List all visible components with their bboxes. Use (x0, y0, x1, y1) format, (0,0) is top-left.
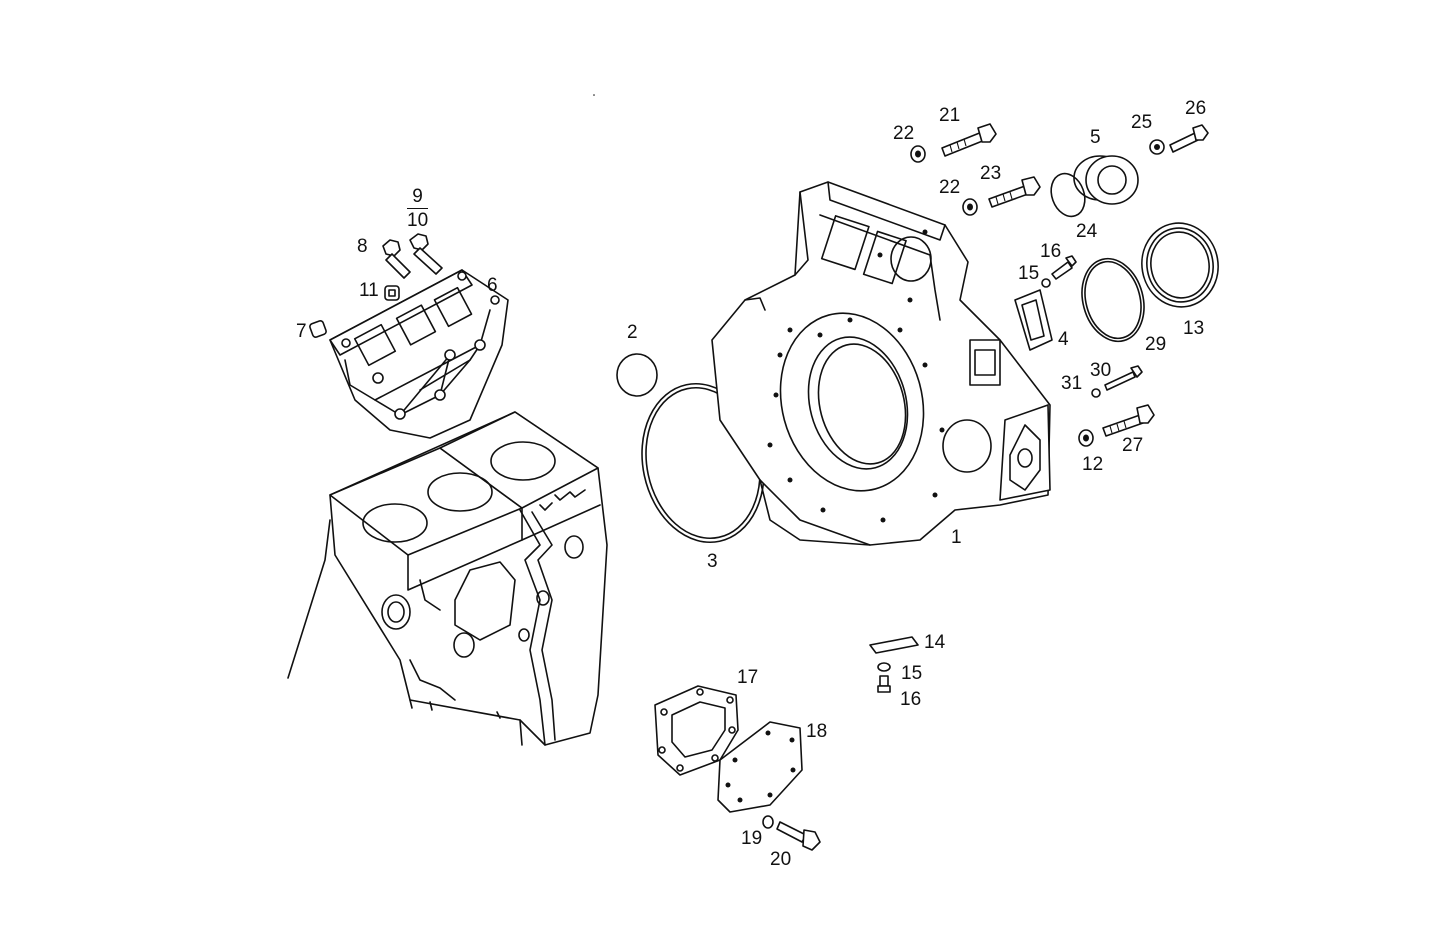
callout-5: 5 (1090, 127, 1101, 148)
seal-24 (1050, 172, 1086, 218)
bolt-21 (941, 123, 997, 157)
screw-16-lower (877, 675, 891, 693)
callout-10: 10 (407, 210, 429, 231)
bolt-23 (988, 176, 1041, 208)
bolt-16-upper (1051, 255, 1077, 280)
bolt-20 (776, 821, 821, 851)
cover-plate-4 (1014, 289, 1053, 351)
callout-24: 24 (1076, 221, 1098, 242)
seal-13 (1141, 222, 1219, 308)
callout-2: 2 (627, 322, 638, 343)
callout-8: 8 (357, 236, 368, 257)
callout-29: 29 (1145, 334, 1167, 355)
washer-19 (762, 815, 774, 829)
callout-22-upper: 22 (893, 123, 915, 144)
callout-1: 1 (951, 527, 962, 548)
callout-12: 12 (1082, 454, 1104, 475)
callout-3: 3 (707, 551, 718, 572)
cover-18 (717, 721, 803, 813)
callout-11: 11 (359, 280, 379, 301)
plug-7 (309, 320, 327, 338)
engine-block (287, 411, 608, 746)
washer-22-a (910, 145, 926, 163)
plug-11 (384, 285, 400, 301)
bolt-9-10 (409, 233, 443, 275)
bolt-27 (1102, 404, 1155, 437)
callout-25: 25 (1131, 112, 1153, 133)
washer-25 (1149, 139, 1165, 155)
callout-31: 31 (1061, 373, 1083, 394)
callout-9: 9 (407, 187, 429, 209)
callout-21: 21 (939, 105, 961, 126)
washer-31 (1091, 388, 1101, 398)
callout-14: 14 (924, 632, 946, 653)
callout-30: 30 (1090, 360, 1112, 381)
callout-13: 13 (1183, 318, 1205, 339)
callout-16-upper: 16 (1040, 241, 1062, 262)
callout-15-lower: 15 (901, 663, 923, 684)
washer-22-b (962, 198, 978, 216)
callout-17: 17 (737, 667, 759, 688)
flywheel-housing-1 (711, 181, 1051, 546)
washer-15-upper (1041, 278, 1051, 288)
bolt-30 (1104, 365, 1143, 391)
callout-16-lower: 16 (900, 689, 922, 710)
callout-22-lower: 22 (939, 177, 961, 198)
o-ring-2 (616, 353, 658, 397)
callout-4: 4 (1058, 329, 1069, 350)
bolt-8 (382, 239, 411, 279)
callout-15-upper: 15 (1018, 263, 1040, 284)
seal-29 (1081, 257, 1145, 343)
callout-19: 19 (741, 828, 763, 849)
bolt-26 (1169, 124, 1209, 153)
plate-14 (869, 636, 919, 654)
bush-5 (1073, 155, 1139, 205)
callout-26: 26 (1185, 98, 1207, 119)
callout-23: 23 (980, 163, 1002, 184)
callout-18: 18 (806, 721, 828, 742)
gasket-17 (654, 685, 739, 776)
cam-cover-6 (329, 269, 509, 439)
callout-9-10: 9 10 (407, 187, 429, 231)
callout-6: 6 (487, 275, 498, 296)
washer-15-lower (877, 662, 891, 672)
callout-27: 27 (1122, 435, 1144, 456)
washer-12 (1078, 429, 1094, 447)
callout-20: 20 (770, 849, 792, 870)
callout-7: 7 (296, 321, 307, 342)
